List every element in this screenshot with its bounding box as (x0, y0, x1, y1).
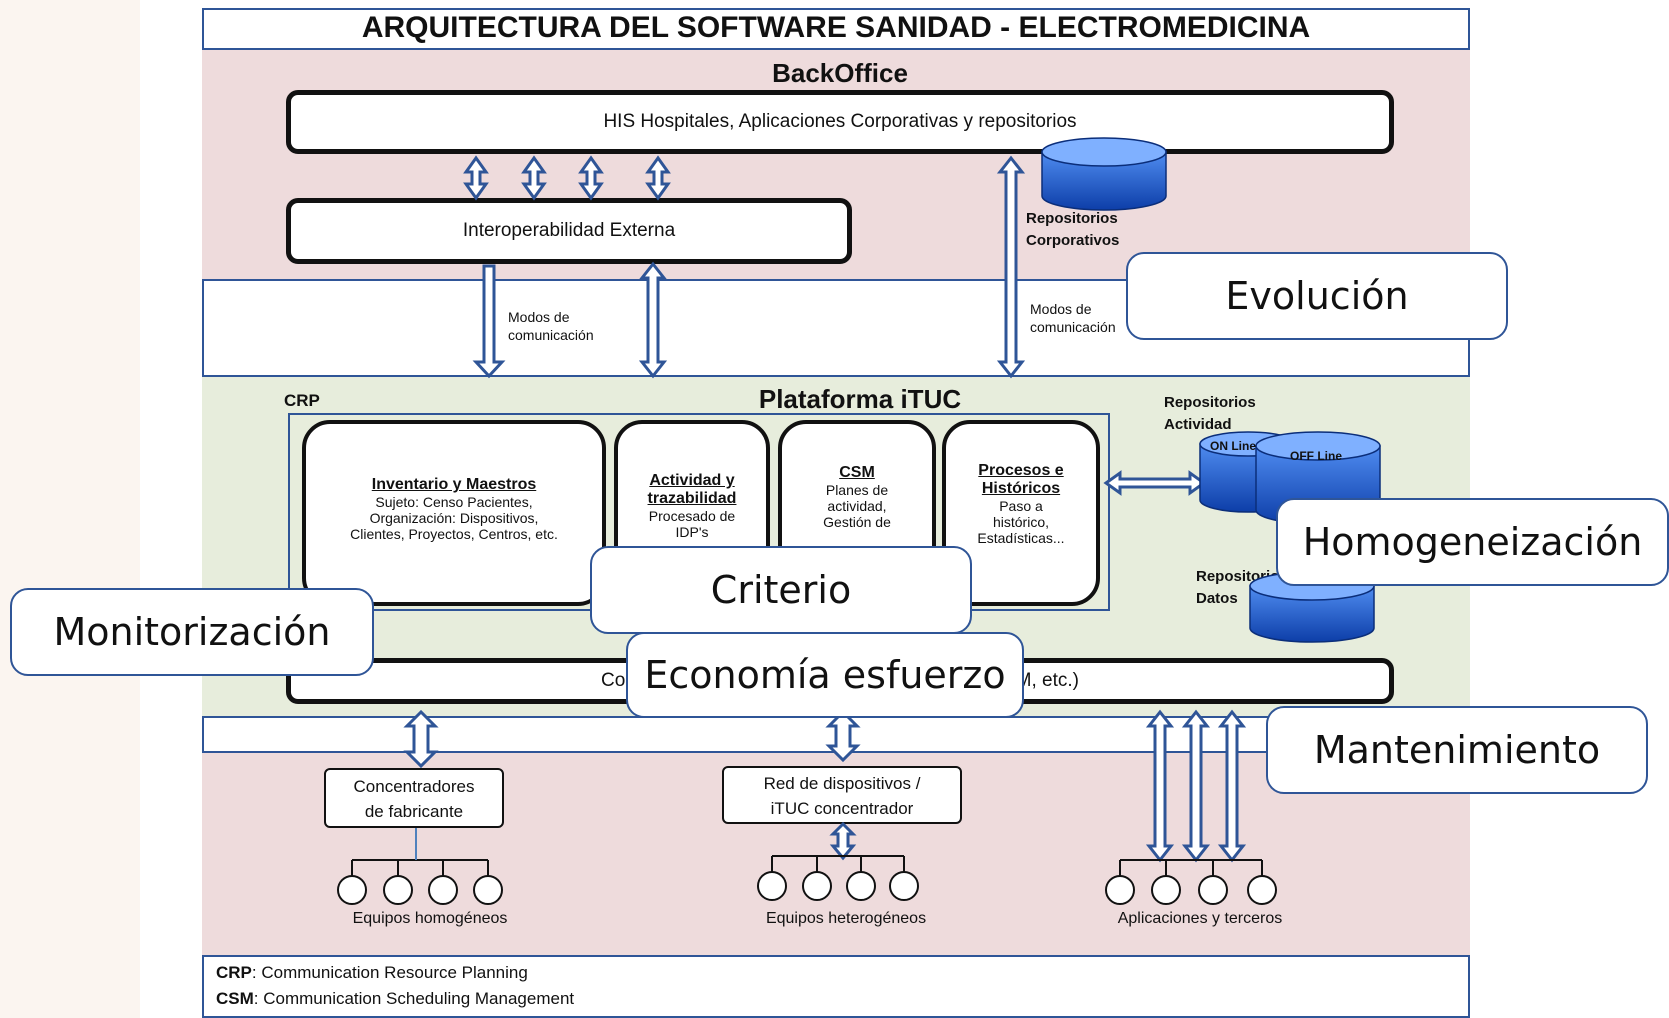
module-procesos-line3: Estadísticas... (977, 530, 1065, 546)
double-arrow-icon (996, 155, 1026, 379)
device-icon (846, 871, 876, 901)
device-icon (428, 875, 458, 905)
callout-mantenimiento: Mantenimiento (1266, 706, 1648, 794)
module-csm-line1: Planes de (825, 482, 889, 498)
device-icon (757, 871, 787, 901)
module-csm-line2: actividad, (827, 498, 887, 514)
comm-label-right-line1: Modos de (1030, 301, 1092, 317)
device-icon (337, 875, 367, 905)
device-network-box: Red de dispositivos / iTUC concentrador (722, 766, 962, 824)
data-repo-label-line2: Datos (1196, 590, 1238, 607)
legend-text-crp: : Communication Resource Planning (251, 963, 528, 982)
his-box: HIS Hospitales, Aplicaciones Corporativa… (286, 90, 1394, 154)
comm-label-right-line2: comunicación (1030, 319, 1116, 335)
backoffice-title: BackOffice (772, 58, 908, 88)
module-actividad-heading: Actividad y trazabilidad (647, 472, 737, 507)
module-procesos-heading: Procesos e Históricos (978, 462, 1064, 497)
double-arrow-icon (1217, 709, 1247, 863)
callout-homogeneizacion: Homogeneización (1276, 498, 1669, 586)
module-csm-line3: Gestión de (823, 514, 891, 530)
corporate-repo-label-line1: Repositorios (1026, 210, 1118, 227)
double-arrow-icon (1103, 470, 1207, 496)
callout-economia-esfuerzo: Economía esfuerzo (626, 632, 1024, 718)
module-procesos-line2: histórico, (992, 514, 1050, 530)
device-icon (889, 871, 919, 901)
module-inventario-line3: Clientes, Proyectos, Centros, etc. (350, 526, 558, 542)
database-icon (1041, 137, 1167, 211)
double-arrow-icon (645, 155, 671, 201)
double-arrow-icon (829, 821, 857, 861)
device-tree-applications (1105, 859, 1277, 905)
callout-criterio: Criterio (590, 546, 972, 634)
online-label: ON Line (1210, 439, 1256, 453)
double-arrow-icon (1145, 709, 1175, 863)
concentrators-line1: Concentradores (353, 777, 475, 796)
module-inventario: Inventario y Maestros Sujeto: Censo Paci… (302, 420, 606, 606)
device-icon (1247, 875, 1277, 905)
double-arrow-icon (521, 155, 547, 201)
legend-item-crp: CRP: Communication Resource Planning (216, 960, 916, 986)
double-arrow-icon (463, 155, 489, 201)
double-arrow-icon (403, 709, 439, 769)
device-network-line1: Red de dispositivos / (763, 774, 921, 793)
device-icon (1105, 875, 1135, 905)
device-icon (802, 871, 832, 901)
device-icon (473, 875, 503, 905)
comm-label-left-line2: comunicación (508, 327, 594, 343)
double-arrow-icon (1181, 709, 1211, 863)
module-inventario-line2: Organización: Dispositivos, (369, 510, 539, 526)
device-tree-heterogeneous (757, 855, 919, 901)
legend-abbr-crp: CRP (216, 963, 252, 982)
corporate-repo-label: Repositorios Corporativos (1026, 208, 1156, 252)
device-network-line2: iTUC concentrador (770, 799, 914, 818)
caption-applications: Aplicaciones y terceros (1117, 910, 1283, 927)
legend-item-csm: CSM: Communication Scheduling Management (216, 986, 916, 1012)
callout-monitorizacion: Monitorización (10, 588, 374, 676)
double-arrow-icon (578, 155, 604, 201)
communication-bar-left: Co (601, 670, 626, 691)
module-inventario-heading: Inventario y Maestros (371, 476, 537, 493)
device-icon (1198, 875, 1228, 905)
corporate-repo-label-line2: Corporativos (1026, 232, 1120, 249)
callout-evolucion: Evolución (1126, 252, 1508, 340)
activity-repo-label-line1: Repositorios (1164, 394, 1256, 411)
comm-label-left: Modos de comunicación (508, 308, 618, 344)
device-tree-homogeneous (337, 828, 503, 905)
comm-label-right: Modos de comunicación (1030, 300, 1140, 336)
double-arrow-icon (825, 709, 861, 763)
communication-bar-right: M, etc.) (1015, 670, 1079, 691)
legend: CRP: Communication Resource Planning CSM… (216, 960, 916, 1012)
his-interop-arrows (463, 155, 671, 201)
module-actividad-line2: IDP's (675, 524, 709, 540)
device-icon (1151, 875, 1181, 905)
module-csm-heading: CSM (839, 464, 875, 481)
diagram-title: ARQUITECTURA DEL SOFTWARE SANIDAD - ELEC… (361, 11, 1311, 44)
activity-repo-label: Repositorios Actividad (1164, 392, 1294, 436)
activity-repo-label-line2: Actividad (1164, 416, 1232, 433)
platform-title: Plataforma iTUC (758, 384, 962, 414)
module-inventario-line1: Sujeto: Censo Pacientes, (375, 494, 533, 510)
background-stripe (0, 0, 140, 1018)
concentrators-line2: de fabricante (364, 802, 464, 821)
module-procesos-line1: Paso a (999, 498, 1043, 514)
device-icon (383, 875, 413, 905)
caption-heterogeneous: Equipos heterogéneos (765, 910, 927, 927)
double-arrow-icon (638, 261, 668, 379)
comm-label-left-line1: Modos de (508, 309, 570, 325)
crp-label: CRP (284, 391, 320, 410)
interoperability-box: Interoperabilidad Externa (286, 198, 852, 264)
legend-abbr-csm: CSM (216, 989, 254, 1008)
module-actividad-line1: Procesado de (648, 508, 736, 524)
concentrators-box: Concentradores de fabricante (324, 768, 504, 828)
offline-label: OFF Line (1290, 449, 1342, 463)
arrow-down-icon (472, 264, 506, 379)
legend-text-csm: : Communication Scheduling Management (253, 989, 575, 1008)
caption-homogeneous: Equipos homogéneos (352, 910, 508, 927)
